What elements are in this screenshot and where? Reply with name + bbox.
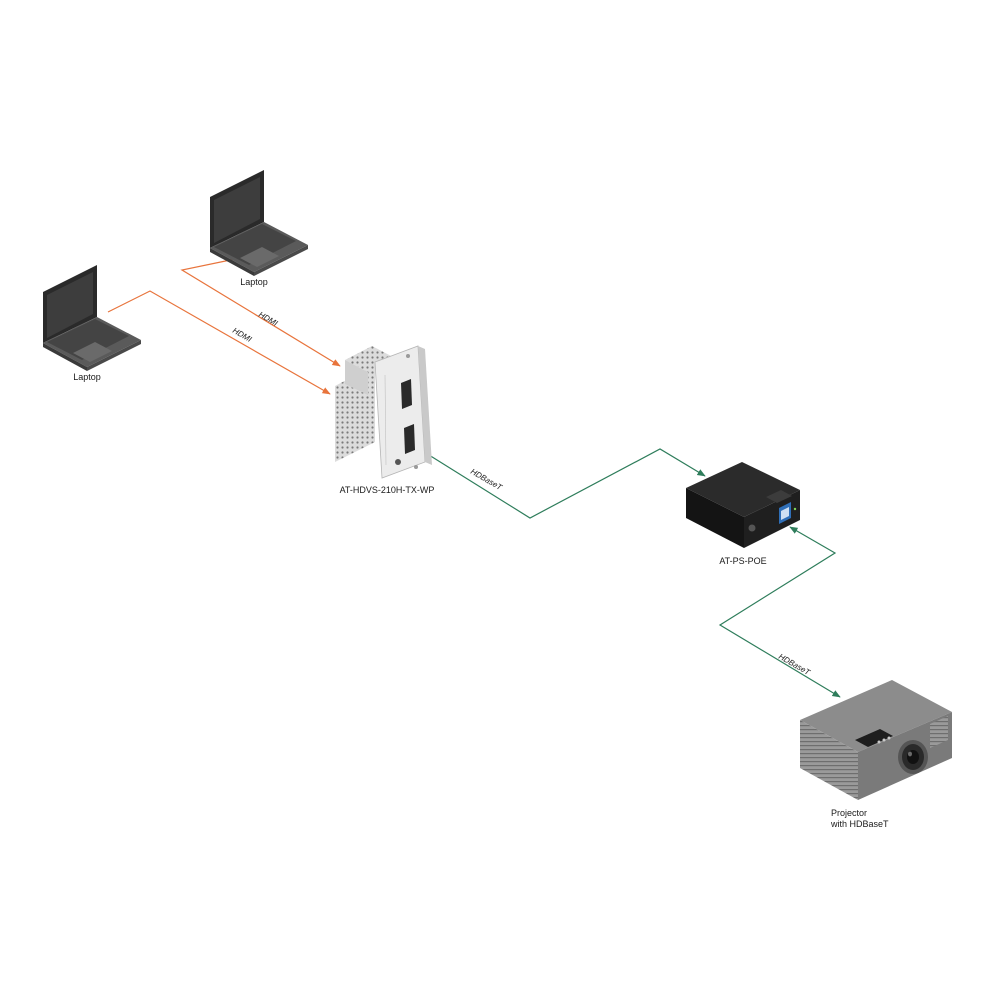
hdbaset-label-psu-projector: HDBaseT: [777, 652, 812, 678]
laptop-icon: [43, 265, 141, 371]
poe-power-supply-icon: [686, 462, 800, 548]
hdmi-label-left: HDMI: [231, 326, 254, 344]
hdmi-label-top: HDMI: [257, 310, 280, 328]
hdbaset-cable-psu-projector: [718, 526, 841, 698]
wall-plate-transmitter-icon: [335, 345, 432, 479]
projector-label-line1: Projector: [831, 808, 867, 818]
laptop-icon: [210, 170, 308, 276]
psu-label: AT-PS-POE: [719, 556, 766, 566]
hdbaset-label-tx-psu: HDBaseT: [469, 467, 504, 493]
hdmi-cable-top: [180, 257, 341, 367]
hdbaset-cable-tx-psu: [420, 448, 706, 519]
hdmi-cable-left: [107, 290, 331, 395]
laptop-label-top: Laptop: [240, 277, 268, 287]
projector-icon: [800, 680, 952, 800]
projector-label-line2: with HDBaseT: [830, 819, 889, 829]
laptop-label-left: Laptop: [73, 372, 101, 382]
transmitter-label: AT-HDVS-210H-TX-WP: [340, 485, 435, 495]
